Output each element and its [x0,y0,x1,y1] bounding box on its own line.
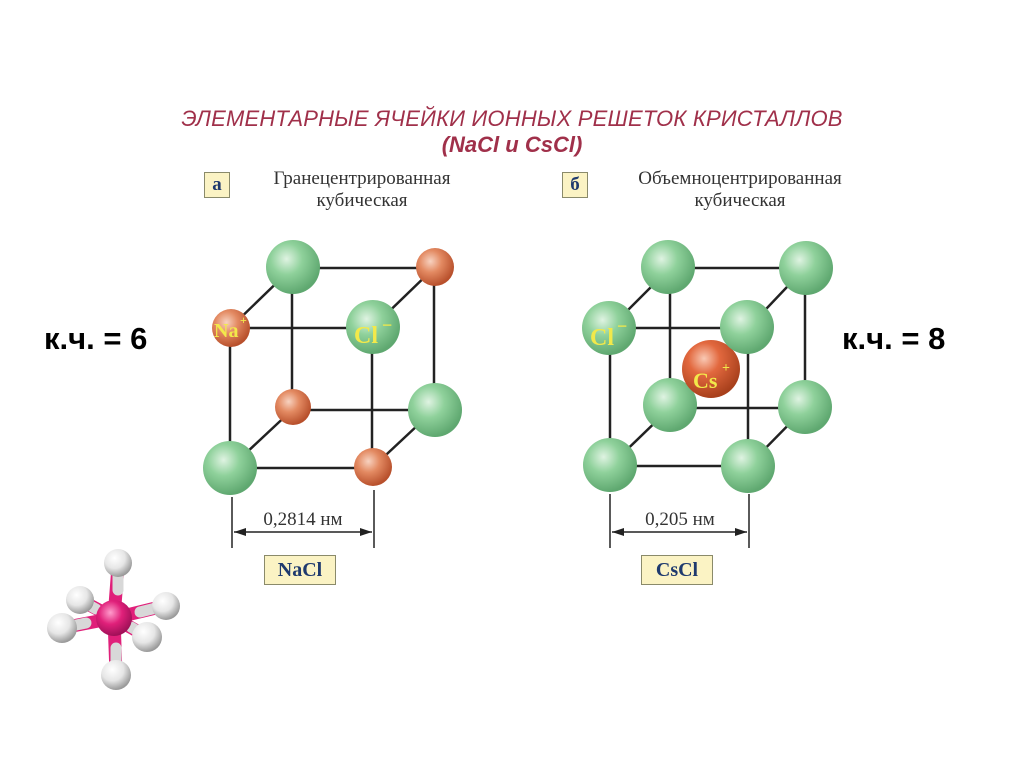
cl-ion-front-top-right [720,300,774,354]
ligand-top [104,549,132,577]
ligand-bottom [101,660,131,690]
cl-label-left: Cl [354,323,378,349]
ligand-back-right [152,592,180,620]
nacl-dimension-arrow-left [234,528,246,536]
cl-ion-back-bottom-left [643,378,697,432]
right-description-line2: кубическая [694,190,786,211]
cl-ion-front-bottom-left [583,438,637,492]
nacl-cube-edges [228,266,436,470]
right-description-line1: Объемноцентрированная [638,168,842,189]
central-atom [96,600,132,636]
coordination-number-left: к.ч. = 6 [44,321,148,356]
octahedral-molecule-icon [47,549,180,690]
na-ion-back [275,389,311,425]
cs-charge: + [722,361,730,376]
cl-label-right: Cl [590,325,614,351]
nacl-dimension-lines [231,490,375,548]
cl-ion-front-bottom [203,441,257,495]
na-charge: + [240,313,247,327]
cscl-dimension-arrow-right [735,528,747,536]
diagram-subtitle: (NaCl и CsCl) [441,132,583,157]
cs-ion-center [682,340,740,398]
right-description: Объемноцентрированная кубическая [595,168,885,212]
ligand-back-left [66,586,94,614]
left-description: Гранецентрированная кубическая [232,168,492,212]
left-description-line2: кубическая [316,190,408,211]
cscl-dimension-label: 0,205 нм [645,509,715,530]
cl-ion-back-right [408,383,462,437]
na-ion-back-right [416,248,454,286]
cscl-dimension-lines [609,494,750,548]
na-ion-front-bottom [354,448,392,486]
diagram-title: ЭЛЕМЕНТАРНЫЕ ЯЧЕЙКИ ИОННЫХ РЕШЕТОК КРИСТ… [181,106,843,131]
formula-cscl: CsCl [641,555,713,585]
ligand-front-right [132,622,162,652]
nacl-dimension-label: 0,2814 нм [263,509,342,530]
cl-ion-back-top-right [779,241,833,295]
cscl-dimension-arrow-left [612,528,624,536]
cl-charge-right: − [617,316,627,336]
cl-ion-front-bottom-right [721,439,775,493]
nacl-dimension-arrow-right [360,528,372,536]
cl-ion-front-top [346,300,400,354]
cl-ion-front-top-left [582,301,636,355]
cl-ion-back-bottom-right [778,380,832,434]
left-description-line1: Гранецентрированная [273,168,451,189]
tag-b: б [562,172,588,198]
cs-label: Cs [693,368,718,393]
tag-a: а [204,172,230,198]
ligand-front-left [47,613,77,643]
cl-charge-left: − [382,315,392,335]
formula-nacl: NaCl [264,555,336,585]
cl-ion-back-top-left [641,240,695,294]
na-label: Na [214,320,238,342]
na-ion-front-top [212,309,250,347]
coordination-number-right: к.ч. = 8 [842,321,946,356]
cl-ion-back-top [266,240,320,294]
